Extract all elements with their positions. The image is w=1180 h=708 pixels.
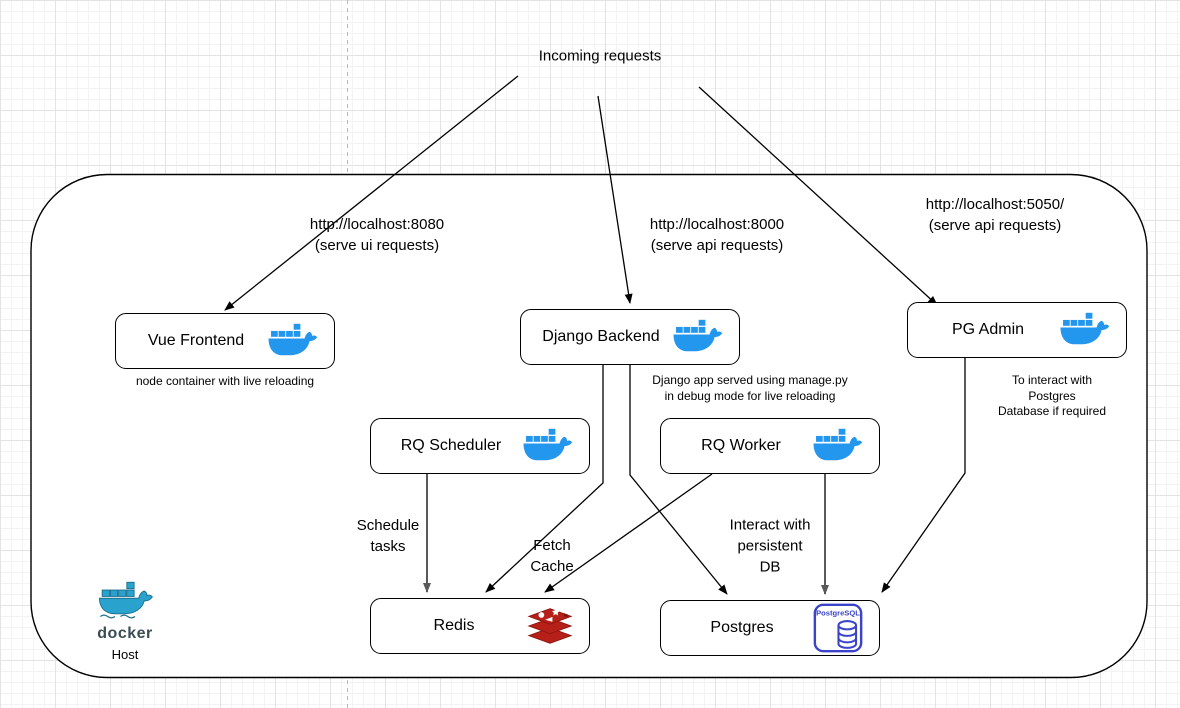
edge-django-redis[interactable] xyxy=(485,365,604,593)
node-rq-scheduler[interactable]: RQ Scheduler xyxy=(370,418,590,474)
vue-url-label: http://localhost:8080 (serve ui requests… xyxy=(309,216,445,254)
django-caption: Django app served using manage.py in deb… xyxy=(652,373,848,403)
node-postgres[interactable]: Postgres PostgreSQL xyxy=(660,600,880,656)
node-label: RQ Worker xyxy=(701,437,781,454)
django-url-label: http://localhost:8000 (serve api request… xyxy=(649,216,785,254)
edge-incoming-django[interactable] xyxy=(597,95,633,304)
redis-icon xyxy=(527,605,573,647)
edge-django-postgres[interactable] xyxy=(629,365,728,595)
edge-incoming-vue[interactable] xyxy=(224,75,519,311)
node-label: PG Admin xyxy=(951,321,1025,338)
docker-logo: docker Host xyxy=(96,580,154,662)
svg-text:PostgreSQL: PostgreSQL xyxy=(816,609,860,618)
pgadmin-url-label: http://localhost:5050/ (serve api reques… xyxy=(925,196,1065,234)
pgadmin-caption: To interact with Postgres Database if re… xyxy=(997,373,1107,418)
edge-pgadmin-postgres[interactable] xyxy=(881,358,966,593)
node-label: Redis xyxy=(433,617,475,634)
vue-caption: node container with live reloading xyxy=(135,374,315,388)
node-pg-admin[interactable]: PG Admin xyxy=(907,302,1127,358)
node-redis[interactable]: Redis xyxy=(370,598,590,654)
docker-logo-whale-icon xyxy=(96,580,154,627)
node-django-backend[interactable]: Django Backend xyxy=(520,309,740,365)
node-label: RQ Scheduler xyxy=(400,437,502,454)
docker-whale-icon xyxy=(521,426,573,466)
host-label: Host xyxy=(111,647,139,662)
node-vue-frontend[interactable]: Vue Frontend xyxy=(115,313,335,369)
fetch-cache-label: Fetch Cache xyxy=(530,537,574,575)
docker-wordmark: docker xyxy=(97,625,153,642)
docker-whale-icon xyxy=(266,321,318,361)
edge-incoming-pgadmin[interactable] xyxy=(698,86,938,306)
node-label: Vue Frontend xyxy=(147,332,245,349)
docker-whale-icon xyxy=(811,426,863,466)
docker-whale-icon xyxy=(1058,310,1110,350)
postgresql-icon: PostgreSQL xyxy=(813,603,863,653)
schedule-tasks-label: Schedule tasks xyxy=(356,517,420,555)
docker-whale-icon xyxy=(671,317,723,357)
node-rq-worker[interactable]: RQ Worker xyxy=(660,418,880,474)
interact-db-label: Interact with persistent DB xyxy=(729,516,811,576)
edge-worker-redis[interactable] xyxy=(544,473,713,593)
node-label: Django Backend xyxy=(542,328,660,345)
incoming-requests-label: Incoming requests xyxy=(538,47,662,65)
node-label: Postgres xyxy=(710,619,774,636)
